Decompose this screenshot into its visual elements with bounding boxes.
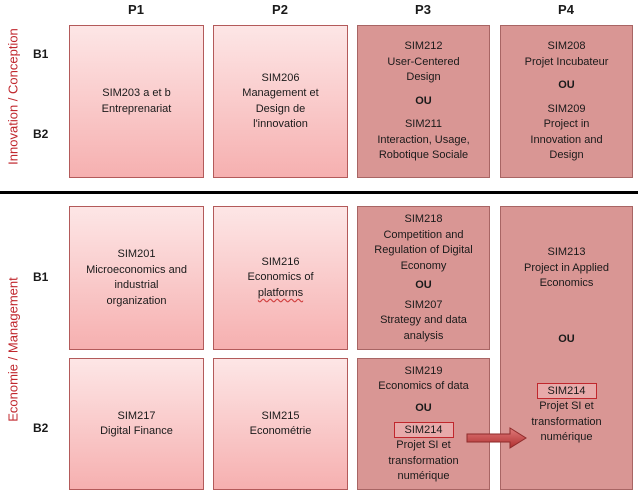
course-title-line: Projet SI et: [396, 439, 451, 451]
course-code: SIM218: [404, 213, 443, 225]
course-code-highlight: SIM214: [393, 422, 454, 438]
course-box-sim206[interactable]: SIM206 Management et Design de l'innovat…: [213, 25, 348, 178]
course-code: SIM211: [404, 118, 443, 131]
ou-label: OU: [415, 94, 432, 107]
section-label-innovation: Innovation / Conception: [5, 28, 21, 165]
column-header-p2: P2: [272, 2, 288, 17]
course-code: SIM217: [117, 409, 156, 422]
arrow-right-icon: [466, 427, 527, 449]
course-title-line: Economics of data: [378, 380, 469, 392]
course-title-line: Digital Finance: [100, 425, 173, 437]
course-title-line: User-Centered: [387, 55, 460, 68]
course-title-line: Competition and: [383, 228, 464, 241]
course-title-line: industrial: [114, 279, 159, 291]
course-title-line: Economics of: [247, 271, 314, 284]
course-box-sim216[interactable]: SIM216 Economics of platforms: [213, 206, 348, 350]
course-code: SIM208: [547, 40, 586, 53]
course-box-p4-bottom[interactable]: SIM213 Project in Applied Economics OU S…: [500, 206, 633, 490]
course-title-line: Projet Incubateur: [524, 55, 609, 68]
course-title-line: Innovation and: [530, 133, 603, 146]
course-title-line: Regulation of Digital: [374, 244, 473, 256]
course-title-line: Project in Applied: [524, 261, 609, 274]
course-code: SIM216: [261, 255, 300, 268]
column-header-p1: P1: [128, 2, 144, 17]
row-header-b1-top: B1: [33, 47, 49, 61]
ou-label: OU: [415, 279, 432, 291]
course-title-line: Design de: [255, 102, 306, 115]
course-box-sim217[interactable]: SIM217 Digital Finance: [69, 358, 204, 490]
course-title: Entreprenariat: [101, 102, 172, 115]
course-title-line: Design: [549, 149, 584, 162]
course-title-line: analysis: [403, 329, 444, 342]
course-code: SIM207: [404, 298, 443, 311]
ou-label: OU: [415, 401, 432, 414]
course-title-line: Economy: [400, 259, 447, 272]
course-title-line: organization: [106, 294, 167, 307]
course-box-sim215[interactable]: SIM215 Econométrie: [213, 358, 348, 490]
section-divider: [0, 191, 638, 194]
course-code: SIM209: [547, 102, 586, 115]
course-title-line: numérique: [540, 431, 593, 443]
course-box-p3-b1[interactable]: SIM218 Competition and Regulation of Dig…: [357, 206, 490, 350]
course-title-line: transformation: [531, 415, 602, 428]
course-code-highlight: SIM214: [536, 383, 597, 399]
course-code: SIM215: [261, 409, 300, 422]
course-title-line: Microeconomics and: [86, 263, 187, 276]
course-code: SIM212: [404, 40, 443, 53]
course-box-sim201[interactable]: SIM201 Microeconomics and industrial org…: [69, 206, 204, 350]
course-title-line: numérique: [397, 470, 450, 482]
course-title-line: Interaction, Usage,: [377, 133, 470, 146]
column-header-p3: P3: [415, 2, 431, 17]
ou-label: OU: [558, 332, 575, 345]
course-title-line: l'innovation: [253, 118, 308, 130]
course-title-line: Strategy and data: [380, 314, 467, 326]
course-title-line: Robotique Sociale: [378, 149, 469, 162]
course-title-line: Management et: [242, 87, 319, 99]
row-header-b2-bottom: B2: [33, 421, 49, 435]
course-code: SIM206: [261, 71, 300, 84]
row-header-b1-bottom: B1: [33, 270, 49, 284]
course-title-line: Project in: [543, 118, 590, 131]
course-title-line: Projet SI et: [539, 400, 594, 412]
course-box-sim203[interactable]: SIM203 a et b Entreprenariat: [69, 25, 204, 178]
course-box-p3-b2[interactable]: SIM219 Economics of data OU SIM214 Proje…: [357, 358, 490, 490]
course-code: SIM219: [404, 364, 443, 377]
course-title-line: Econométrie: [249, 425, 312, 437]
course-box-p4-top[interactable]: SIM208 Projet Incubateur OU SIM209 Proje…: [500, 25, 633, 178]
column-header-p4: P4: [558, 2, 574, 17]
course-box-p3-top[interactable]: SIM212 User-Centered Design OU SIM211 In…: [357, 25, 490, 178]
course-code: SIM213: [547, 246, 586, 258]
ou-label: OU: [558, 79, 575, 92]
course-title-line: transformation: [388, 454, 459, 467]
course-title-line: platforms: [257, 286, 304, 299]
course-title-line: Design: [406, 71, 441, 84]
course-title-line: Economics: [539, 277, 594, 289]
section-label-economie: Economie / Management: [5, 277, 21, 422]
course-code: SIM203 a et b: [102, 87, 171, 99]
course-code: SIM201: [117, 248, 156, 260]
row-header-b2-top: B2: [33, 127, 49, 141]
